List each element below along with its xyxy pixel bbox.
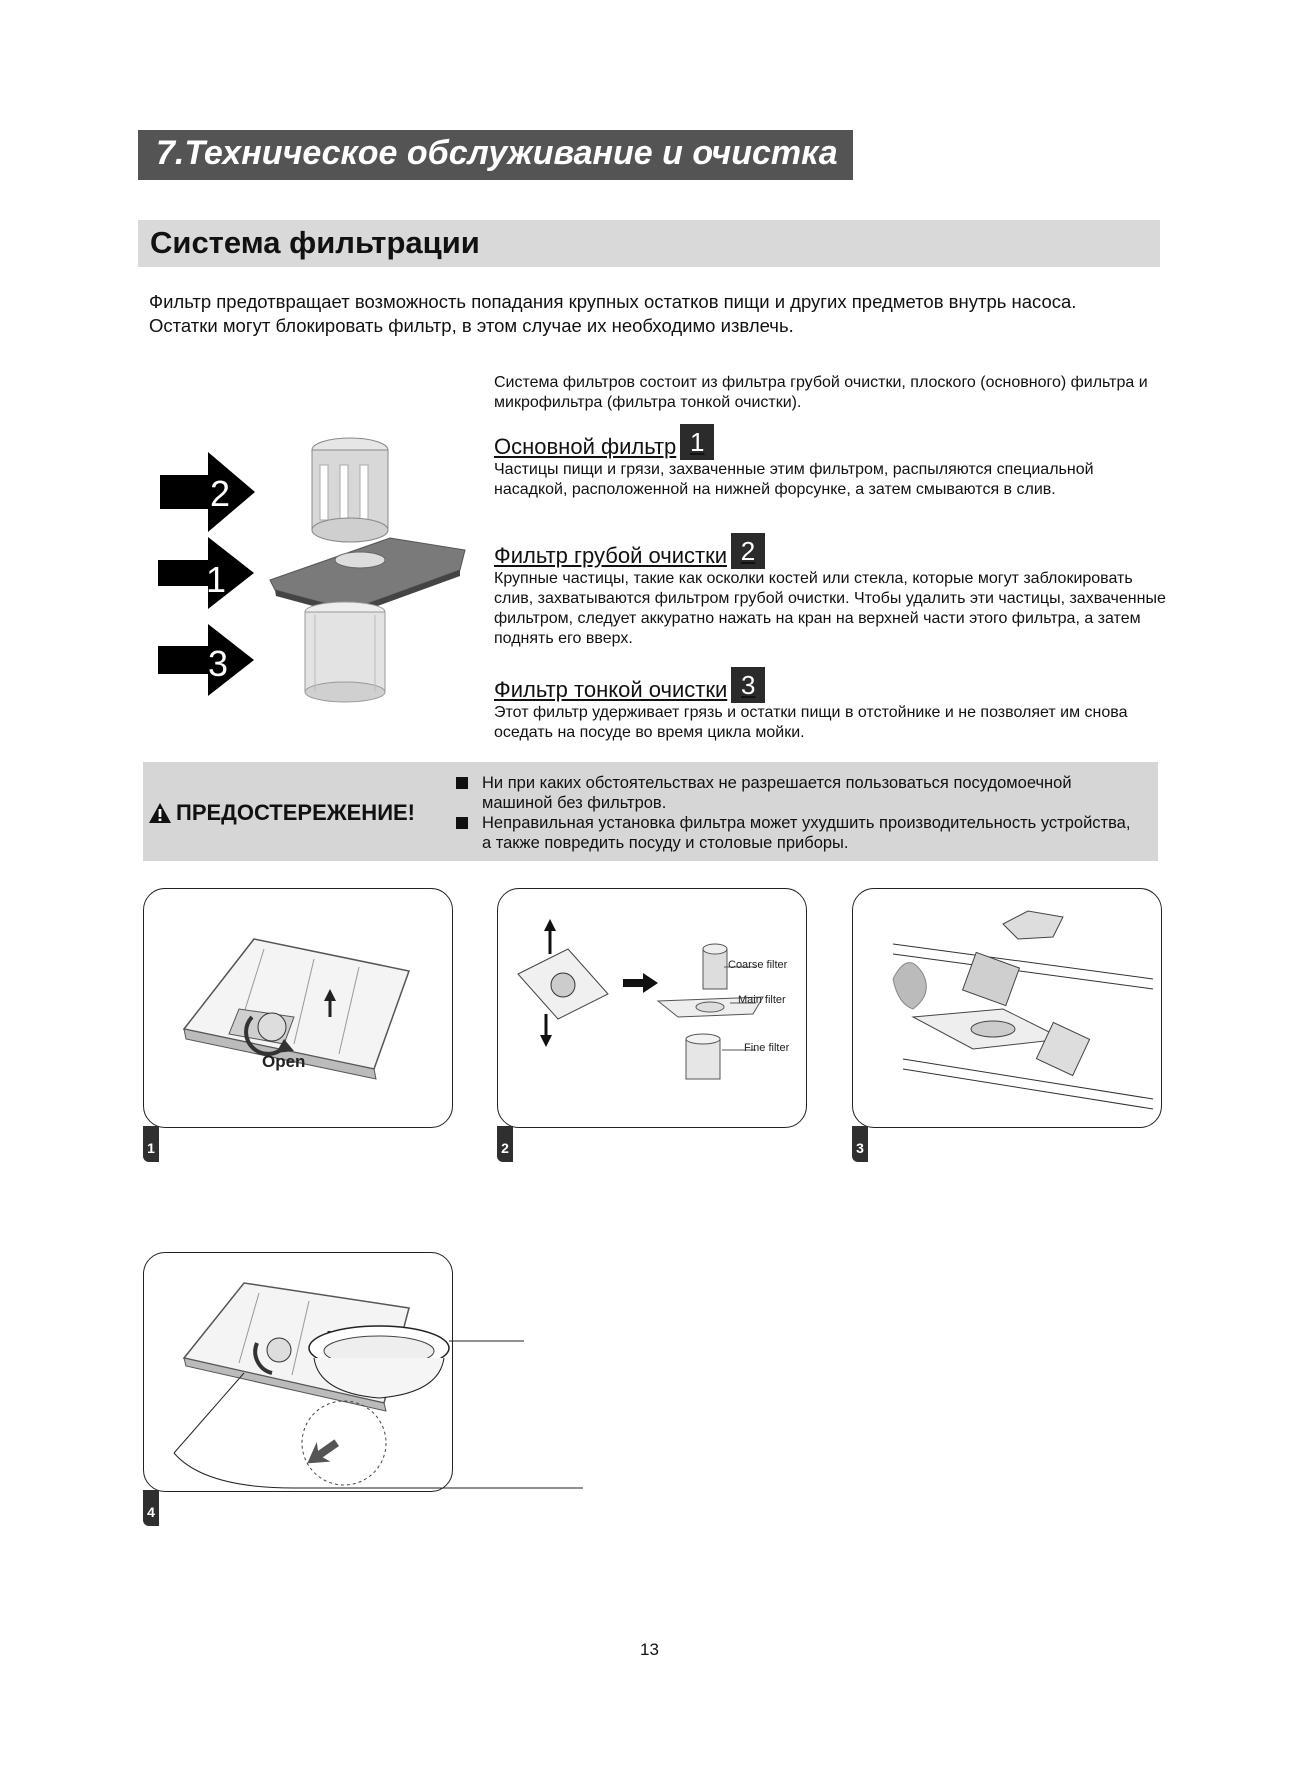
filter-diagram: 2 1 3 <box>158 437 466 703</box>
arrow-icon-3 <box>158 624 254 696</box>
intro-line-2: Остатки могут блокировать фильтр, в этом… <box>149 315 794 336</box>
chapter-header-bar <box>138 130 853 180</box>
warning-item: Неправильная установка фильтра может уху… <box>456 813 1156 853</box>
filter-2-title: Фильтр грубой очистки <box>494 543 728 568</box>
arrow-icon-1 <box>158 537 254 609</box>
step-1-tab: 1 <box>143 1126 159 1162</box>
page-number: 13 <box>640 1640 659 1659</box>
step-4-panel <box>143 1252 583 1492</box>
step-3-illustration <box>892 910 1154 1110</box>
filter-3-title: Фильтр тонкой очистки <box>494 677 728 702</box>
square-bullet-icon <box>456 817 468 829</box>
coarse-filter-label: Coarse filter <box>728 959 788 971</box>
warning-bar <box>143 762 1158 861</box>
step-4-tab: 4 <box>143 1490 159 1526</box>
section-header-bar <box>138 220 1160 267</box>
square-bullet-icon <box>456 777 468 789</box>
step-2-illustration <box>517 919 764 1080</box>
step-4-illustration <box>173 1282 583 1489</box>
warning-item-text: Ни при каких обстоятельствах не разрешае… <box>482 774 1072 812</box>
arrow-icon-2 <box>160 452 255 532</box>
intro-line-1: Фильтр предотвращает возможность попадан… <box>149 291 1077 312</box>
warning-label: ПРЕДОСТЕРЕЖЕНИЕ! <box>148 800 415 826</box>
step-3-panel <box>852 888 1162 1128</box>
fine-filter-drawing <box>304 601 386 703</box>
section-title: Система фильтрации <box>150 225 480 260</box>
filter-3-text: Этот фильтр удерживает грязь и остатки п… <box>494 704 1128 741</box>
arrow-label-1: 1 <box>206 559 226 600</box>
warning-list: Ни при каких обстоятельствах не разрешае… <box>456 773 1156 853</box>
main-filter-label: Main filter <box>738 994 786 1006</box>
filter-3-number-badge: 3 <box>731 667 766 703</box>
system-desc-text: Система фильтров состоит из фильтра груб… <box>494 374 1148 411</box>
warning-label-text: ПРЕДОСТЕРЕЖЕНИЕ! <box>176 800 416 825</box>
warning-triangle-icon <box>149 803 171 823</box>
open-label: Open <box>262 1052 306 1071</box>
system-description: Система фильтров состоит из фильтра груб… <box>494 373 1174 413</box>
warning-item-text: Неправильная установка фильтра может уху… <box>482 814 1131 852</box>
step-3-tab: 3 <box>852 1126 868 1162</box>
filter-1-title: Основной фильтр <box>494 434 677 459</box>
intro-text: Фильтр предотвращает возможность попадан… <box>149 290 1159 338</box>
arrow-label-3: 3 <box>208 643 228 684</box>
step-2-tab: 2 <box>497 1126 513 1162</box>
arrow-label-2: 2 <box>210 473 230 514</box>
step-1-panel: Open <box>143 888 453 1128</box>
step-1-illustration <box>182 938 410 1080</box>
filter-2-text: Крупные частицы, такие как осколки косте… <box>494 570 1166 647</box>
fine-filter-label: Fine filter <box>744 1042 790 1054</box>
coarse-filter-drawing <box>311 437 389 543</box>
filter-1-number-badge: 1 <box>680 424 715 460</box>
step-2-panel: Coarse filter Main filter Fine filter <box>497 888 807 1128</box>
filter-1-text: Частицы пищи и грязи, захваченные этим ф… <box>494 461 1094 498</box>
filter-2-number-badge: 2 <box>731 533 766 569</box>
chapter-title: 7.Техническое обслуживание и очистка <box>156 134 838 172</box>
warning-item: Ни при каких обстоятельствах не разрешае… <box>456 773 1156 813</box>
